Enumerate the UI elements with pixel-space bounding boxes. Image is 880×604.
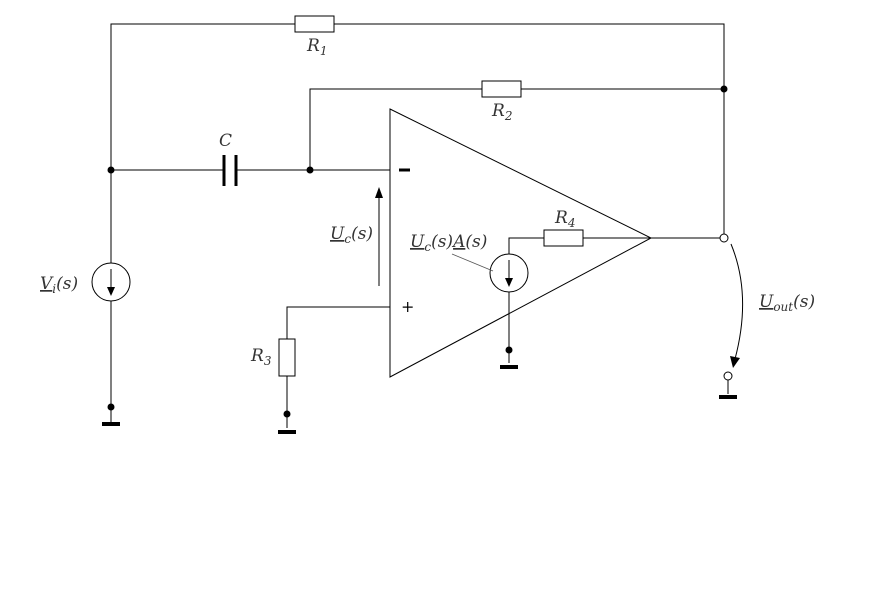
- node: [505, 346, 513, 354]
- voltage-arrow-uc: [375, 187, 383, 286]
- output-terminal: [719, 233, 729, 243]
- label-r2: R2: [491, 101, 512, 123]
- label-dependent-source: Uc(s)A(s): [410, 232, 487, 254]
- internal-model: [451, 229, 651, 369]
- resistor-r4: [543, 229, 584, 247]
- output-path: [651, 233, 744, 399]
- input-current-source: [91, 170, 131, 407]
- resistor-r3: [278, 338, 296, 377]
- node: [283, 410, 291, 418]
- r1-feedback-path: [110, 15, 725, 238]
- label-uc: Uc(s): [330, 224, 373, 246]
- label-c: C: [219, 131, 232, 151]
- capacitor-branch: [111, 155, 390, 186]
- label-r1: R1: [306, 36, 327, 58]
- op-amp: +: [389, 108, 653, 378]
- output-ground-terminal: [723, 371, 733, 381]
- resistor-r1: [294, 15, 335, 33]
- label-r4: R4: [554, 208, 575, 230]
- node: [107, 403, 115, 411]
- non-inverting-input-sign: +: [401, 297, 414, 316]
- node: [720, 85, 728, 93]
- label-uout: Uout(s): [759, 292, 815, 314]
- node: [107, 166, 115, 174]
- label-vi: Vi(s): [40, 274, 78, 296]
- r2-feedback-path: [309, 80, 724, 170]
- label-r3: R3: [250, 346, 272, 368]
- node: [306, 166, 314, 174]
- resistor-r2: [481, 80, 522, 98]
- r3-branch: [278, 306, 390, 434]
